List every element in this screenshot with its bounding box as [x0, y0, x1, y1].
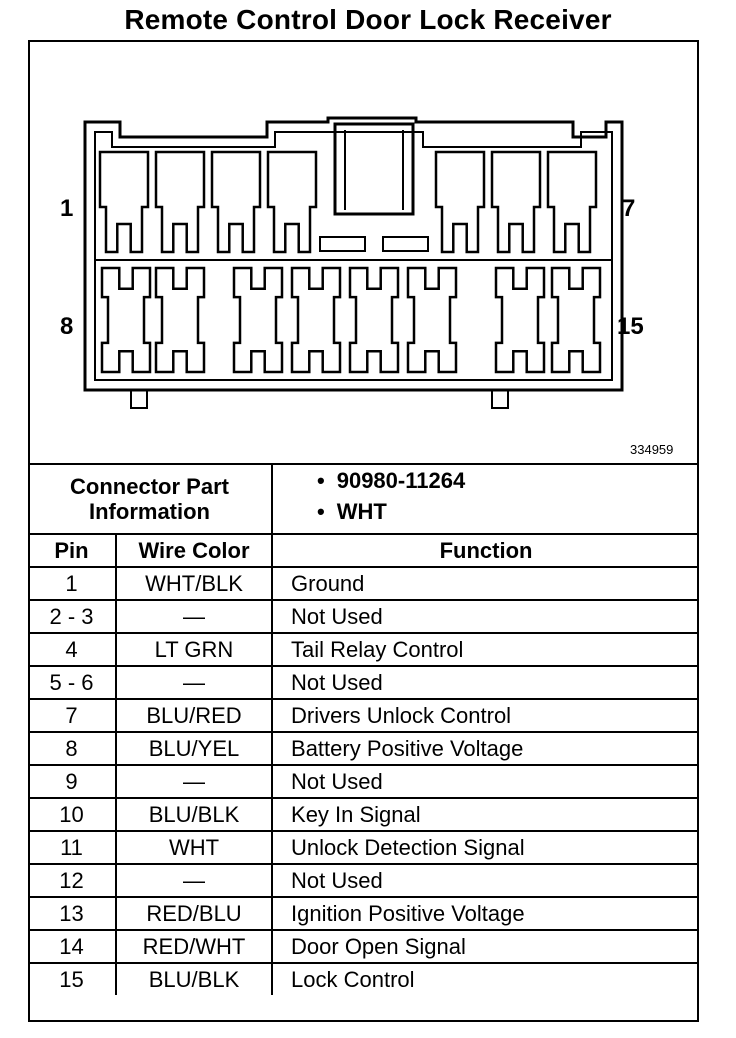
pin-cavity	[406, 266, 458, 374]
function-cell: Not Used	[271, 863, 700, 898]
pin-cell: 8	[28, 731, 117, 766]
pin-cavity	[98, 150, 150, 254]
wire-color-cell: —	[114, 764, 274, 799]
pinout-table: Connector Part Information 90980-11264 W…	[28, 463, 700, 995]
function-cell: Key In Signal	[271, 797, 700, 832]
connector-lock-tab	[333, 122, 415, 216]
pin-cavity	[266, 150, 318, 254]
function-cell: Lock Control	[271, 962, 700, 995]
pin-cell: 1	[28, 566, 117, 601]
pin-cell: 5 - 6	[28, 665, 117, 700]
wire-color-cell: —	[114, 863, 274, 898]
connector-slot	[319, 236, 366, 252]
connector-color: WHT	[317, 496, 699, 527]
connector-foot	[130, 389, 148, 409]
connector-info-row: Connector Part Information 90980-11264 W…	[28, 463, 700, 535]
table-row: 9—Not Used	[28, 764, 700, 799]
function-cell: Not Used	[271, 665, 700, 700]
connector-housing	[83, 116, 624, 392]
connector-part-number: 90980-11264	[317, 465, 699, 496]
wire-color-cell: BLU/YEL	[114, 731, 274, 766]
pin-cavity	[232, 266, 284, 374]
pin-cell: 14	[28, 929, 117, 964]
function-cell: Ignition Positive Voltage	[271, 896, 700, 931]
function-cell: Ground	[271, 566, 700, 601]
diagram-title: Remote Control Door Lock Receiver	[124, 4, 612, 35]
wire-color-cell: WHT/BLK	[114, 566, 274, 601]
pin-cavity	[494, 266, 546, 374]
connector-drawing	[83, 116, 624, 409]
pin-label-1: 1	[60, 195, 74, 222]
pin-cell: 2 - 3	[28, 599, 117, 634]
wire-color-cell: LT GRN	[114, 632, 274, 667]
wire-color-cell: RED/WHT	[114, 929, 274, 964]
pin-cell: 11	[28, 830, 117, 865]
pin-cavity	[434, 150, 486, 254]
pin-cell: 7	[28, 698, 117, 733]
pin-cell: 12	[28, 863, 117, 898]
pin-cell: 13	[28, 896, 117, 931]
connector-inner-outline	[94, 131, 613, 381]
table-row: 12—Not Used	[28, 863, 700, 898]
function-cell: Drivers Unlock Control	[271, 698, 700, 733]
pin-cell: 15	[28, 962, 117, 995]
pin-cavity	[290, 266, 342, 374]
pin-cavity	[154, 266, 206, 374]
pin-label-7: 7	[622, 195, 636, 222]
pin-cavity	[100, 266, 152, 374]
connector-slot	[382, 236, 429, 252]
function-cell: Battery Positive Voltage	[271, 731, 700, 766]
function-cell: Not Used	[271, 599, 700, 634]
header-wire-color: Wire Color	[114, 533, 274, 568]
pin-cavity	[210, 150, 262, 254]
header-pin: Pin	[28, 533, 117, 568]
pin-cell: 9	[28, 764, 117, 799]
pin-cavity	[490, 150, 542, 254]
wire-color-cell: BLU/BLK	[114, 797, 274, 832]
connector-foot	[491, 389, 509, 409]
wire-color-cell: RED/BLU	[114, 896, 274, 931]
pin-cell: 4	[28, 632, 117, 667]
pin-cavity	[154, 150, 206, 254]
pin-cavity	[348, 266, 400, 374]
wire-color-cell: BLU/BLK	[114, 962, 274, 995]
connector-info-items: 90980-11264 WHT	[271, 463, 700, 535]
wire-color-cell: BLU/RED	[114, 698, 274, 733]
connector-info-label: Connector Part Information	[28, 463, 274, 535]
wire-color-cell: WHT	[114, 830, 274, 865]
wire-color-cell: —	[114, 599, 274, 634]
figure-id: 334959	[630, 442, 674, 457]
table-header-row: Pin Wire Color Function	[28, 533, 700, 568]
pin-cavity	[550, 266, 602, 374]
function-cell: Door Open Signal	[271, 929, 700, 964]
pin-cavity	[546, 150, 598, 254]
pin-cell: 10	[28, 797, 117, 832]
wire-color-cell: —	[114, 665, 274, 700]
pin-label-8: 8	[60, 313, 74, 340]
header-function: Function	[271, 533, 700, 568]
function-cell: Not Used	[271, 764, 700, 799]
function-cell: Tail Relay Control	[271, 632, 700, 667]
function-cell: Unlock Detection Signal	[271, 830, 700, 865]
table-row: 5 - 6—Not Used	[28, 665, 700, 700]
table-row: 2 - 3—Not Used	[28, 599, 700, 634]
pin-label-15: 15	[617, 313, 644, 340]
